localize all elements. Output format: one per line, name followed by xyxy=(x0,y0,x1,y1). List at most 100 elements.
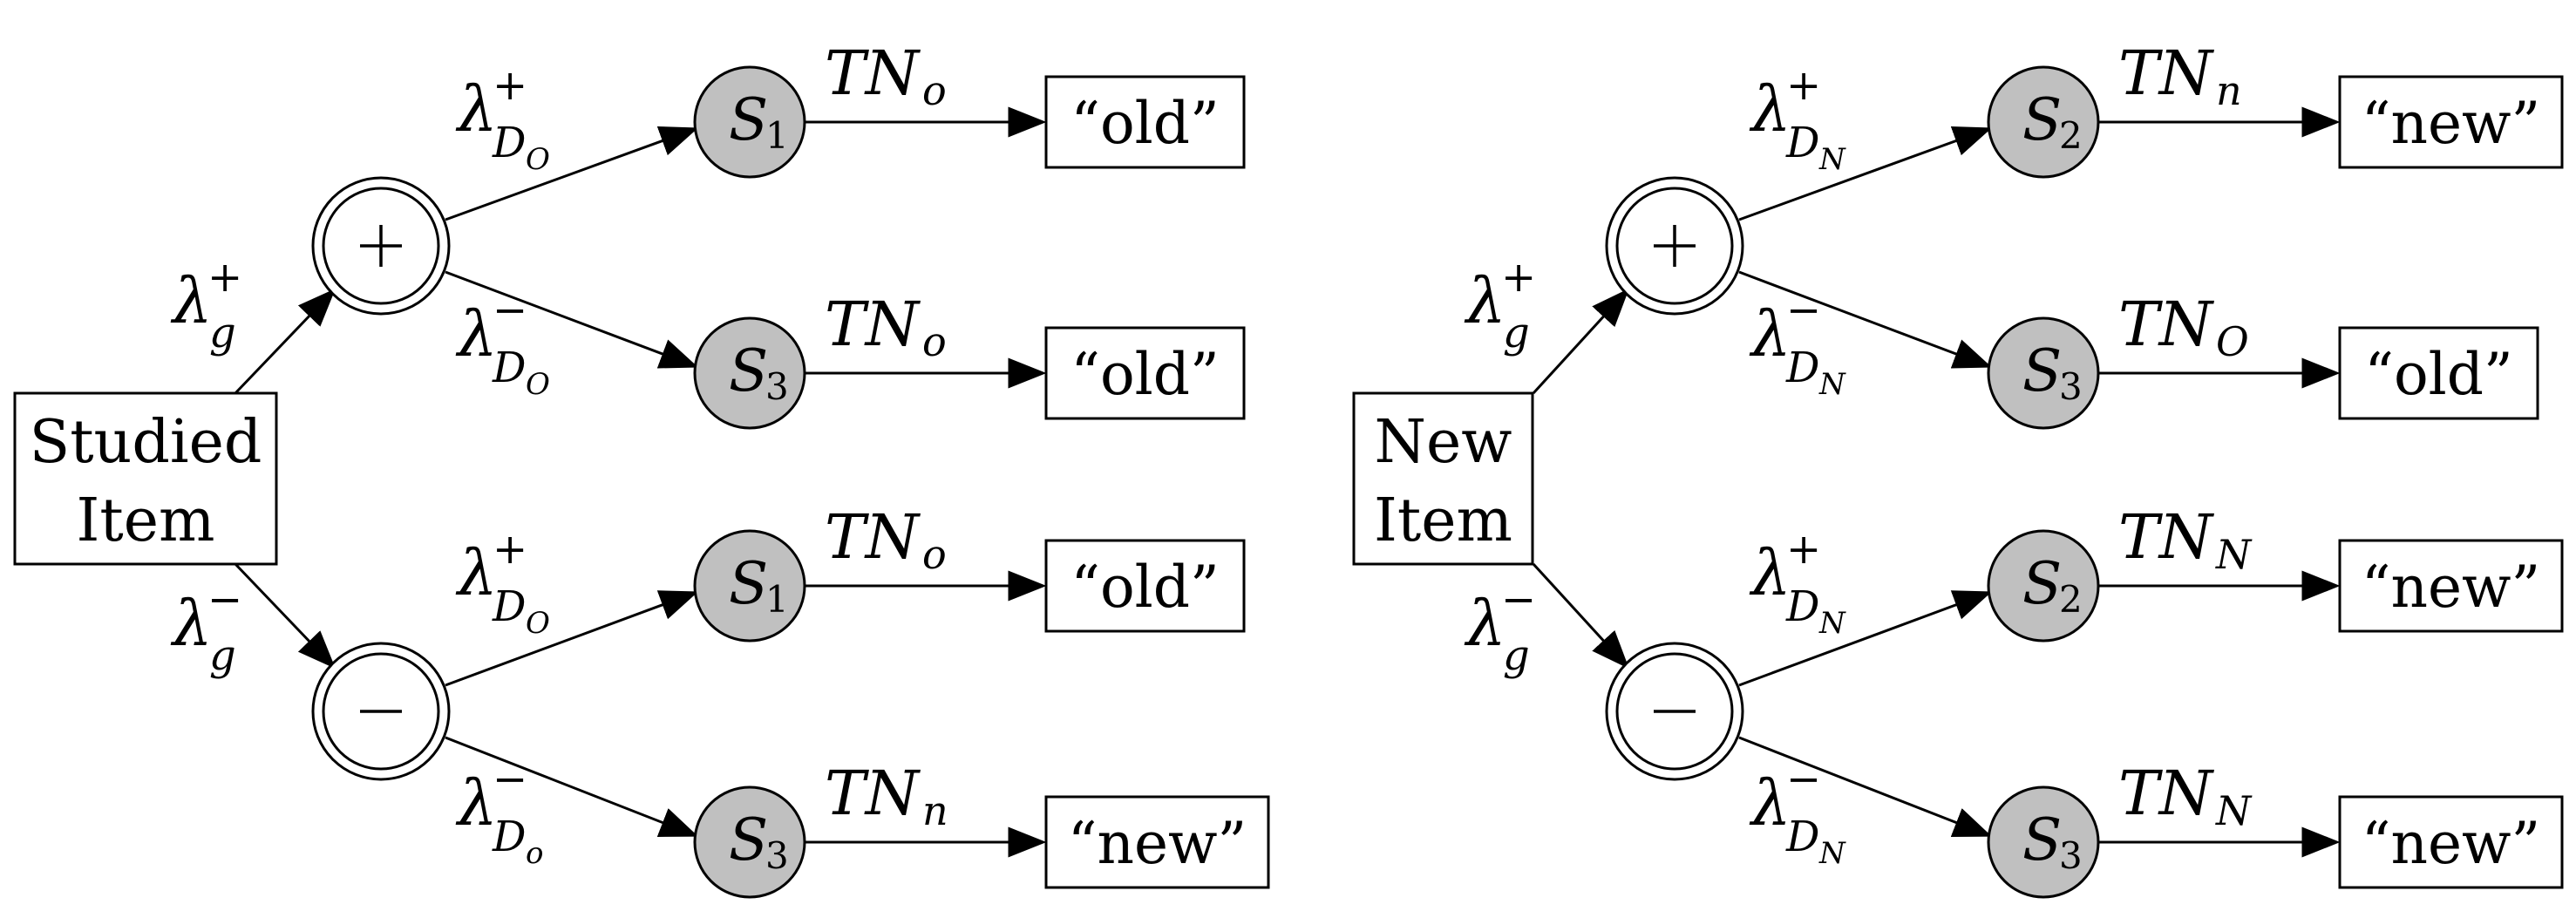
lambda-d-label-sup: − xyxy=(493,286,527,335)
source-item-box xyxy=(1352,391,1534,566)
lambda-g-plus-sup: + xyxy=(1501,253,1536,302)
state-symbol: S xyxy=(2022,337,2062,405)
tn-subscript: N xyxy=(2215,531,2253,578)
lambda-g-plus-base: λ xyxy=(170,264,213,337)
minus-node xyxy=(311,642,451,781)
lambda-d-label-subsub: O xyxy=(526,142,550,177)
lambda-d-label-base: λ xyxy=(1749,297,1791,371)
edge-node-to-state xyxy=(1738,270,1993,369)
state-node: S3 xyxy=(1987,785,2100,899)
lambda-d-label-subsub: N xyxy=(1818,142,1846,177)
response-label: “new” xyxy=(2362,90,2541,157)
plus-node xyxy=(311,176,451,316)
edge-source-to-plus xyxy=(234,288,336,395)
lambda-d-label-sub: D xyxy=(492,813,526,861)
state-symbol: S xyxy=(729,86,768,153)
lambda-d-label-sub: D xyxy=(1785,582,1819,631)
state-symbol: S xyxy=(729,806,768,874)
lambda-d-label-subsub: O xyxy=(526,606,550,641)
response-box xyxy=(2338,75,2564,169)
lambda-d-label-base: λ xyxy=(1749,766,1791,840)
state-node: S2 xyxy=(1987,529,2100,643)
response-box xyxy=(2338,795,2564,889)
state-symbol: S xyxy=(729,337,768,405)
edge-source-to-minus xyxy=(234,562,336,670)
response-box xyxy=(2338,539,2564,633)
lambda-g-minus-sub: g xyxy=(1503,631,1530,680)
response-label: “new” xyxy=(2362,554,2541,621)
source-item-box xyxy=(13,391,278,566)
lambda-g-minus: λ− g xyxy=(1464,575,1536,680)
state-node: S1 xyxy=(693,65,806,179)
edge-node-to-state xyxy=(1738,590,1993,687)
lambda-g-minus-base: λ xyxy=(170,587,213,660)
tn-symbol: TN xyxy=(2118,289,2215,360)
tn-subscript: o xyxy=(922,67,947,114)
state-symbol: S xyxy=(2022,86,2062,153)
lambda-g-minus-sup: − xyxy=(207,575,242,624)
state-index: 3 xyxy=(765,365,789,408)
lambda-d-label-base: λ xyxy=(455,297,498,371)
lambda-d-label-base: λ xyxy=(1749,536,1791,609)
tn-symbol: TN xyxy=(825,289,921,360)
lambda-d-label-sup: + xyxy=(493,61,527,110)
edge-source-to-minus xyxy=(1532,562,1629,670)
lambda-d-label-base: λ xyxy=(455,536,498,609)
tn-symbol: TN xyxy=(2118,501,2215,573)
lambda-d-label-sub: D xyxy=(1785,119,1819,167)
lambda-d-label-subsub: N xyxy=(1818,606,1846,641)
tn-symbol: TN xyxy=(825,758,921,829)
lambda-d-label-subsub: N xyxy=(1818,367,1846,402)
lambda-d-label-sup: − xyxy=(1786,755,1821,804)
tn-symbol: TN xyxy=(825,37,921,109)
lambda-d-label-sub: D xyxy=(1785,813,1819,861)
lambda-d-label-sub: D xyxy=(492,343,526,392)
state-node: S3 xyxy=(693,316,806,430)
tn-subscript: n xyxy=(922,787,948,834)
edge-node-to-state xyxy=(445,126,699,221)
lambda-g-minus-sup: − xyxy=(1501,575,1536,624)
lambda-d-label-base: λ xyxy=(1749,72,1791,146)
state-node: S3 xyxy=(693,785,806,899)
edge-node-to-state xyxy=(1738,736,1993,837)
tn-symbol: TN xyxy=(825,501,921,573)
source-label-line-2: Item xyxy=(1374,486,1512,555)
lambda-d-label-sup: − xyxy=(493,755,527,804)
tn-subscript: N xyxy=(2215,787,2253,834)
response-label: “old” xyxy=(1071,90,1220,157)
response-label: “new” xyxy=(2362,810,2541,877)
lambda-d-label-base: λ xyxy=(455,72,498,146)
lambda-g-minus-base: λ xyxy=(1464,587,1506,660)
tn-subscript: o xyxy=(922,531,947,578)
source-label-line-2: Item xyxy=(77,486,215,555)
response-label: “new” xyxy=(1068,810,1247,877)
lambda-g-minus: λ−g xyxy=(170,575,242,680)
response-box xyxy=(1044,75,1246,169)
source-label-line-1: Studied xyxy=(30,408,262,477)
tn-subscript: O xyxy=(2216,318,2249,365)
lambda-g-plus: λ+ g xyxy=(170,253,242,357)
lambda-g-plus-sub: g xyxy=(209,309,236,357)
lambda-g-plus-sup: + xyxy=(207,253,242,302)
state-index: 1 xyxy=(765,578,789,621)
response-box xyxy=(1044,795,1270,889)
